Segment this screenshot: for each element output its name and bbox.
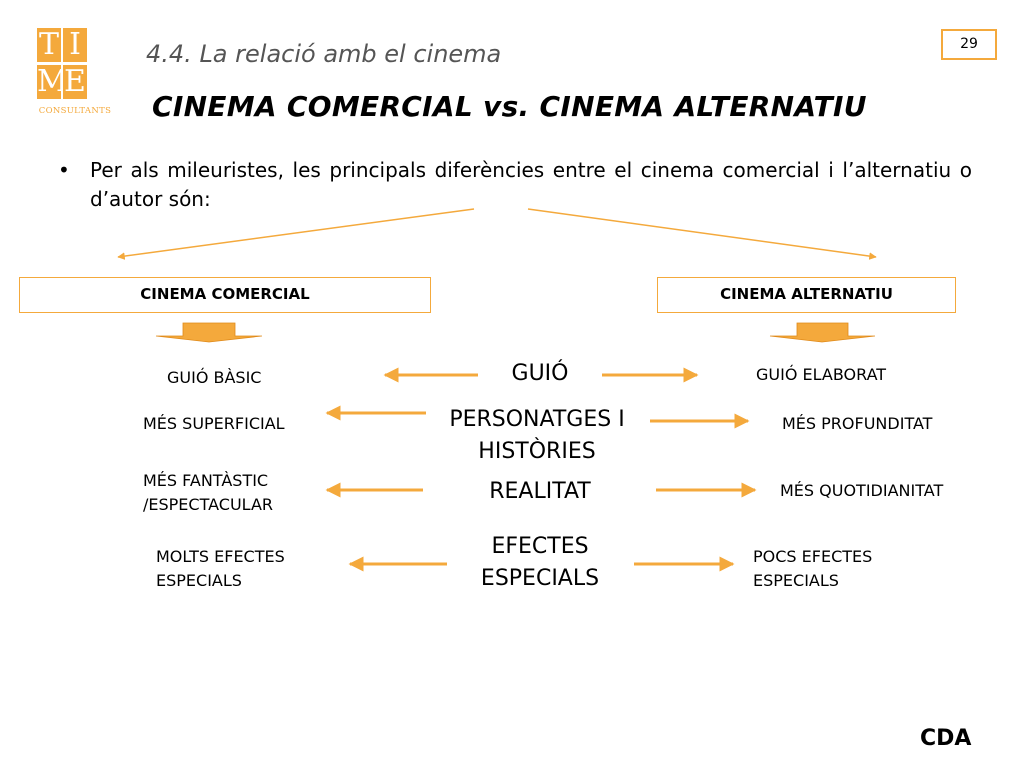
logo-letter-grid: T I M E [37,28,113,100]
comercial-value: MÉS FANTÀSTIC /ESPECTACULAR [143,471,274,514]
alternatiu-value: MÉS PROFUNDITAT [782,414,933,433]
section-title: La relació amb el cinema [199,40,502,68]
logo-subtitle: CONSULTANTS [38,106,112,116]
column-box-alternatiu: CINEMA ALTERNATIU [657,277,956,313]
column-box-comercial: CINEMA COMERCIAL [19,277,431,313]
split-arrow-left [117,208,475,260]
alternatiu-value: POCS EFECTES ESPECIALS [753,547,873,590]
section-number: 4.4. [146,40,192,68]
down-arrow-left [155,322,263,343]
comercial-value: GUIÓ BÀSIC [167,368,262,387]
down-arrow-right [769,322,876,343]
alternatiu-value: MÉS QUOTIDIANITAT [780,481,944,500]
intro-text: Per als mileuristes, les principals dife… [90,158,972,211]
footer-label: CDA [920,726,972,751]
bullet-icon: • [58,158,70,182]
comercial-value: MÉS SUPERFICIAL [143,414,285,433]
slide-title: CINEMA COMERCIAL vs. CINEMA ALTERNATIU [152,90,867,123]
criterion-label: EFECTES ESPECIALS [480,534,600,591]
criterion-label: PERSONATGES I HISTÒRIES [449,407,625,464]
alternatiu-value: GUIÓ ELABORAT [756,365,887,384]
criterion-label: REALITAT [489,479,591,504]
logo-letter: I [63,28,87,62]
logo-letter: T [37,27,61,62]
section-heading: 4.4. La relació amb el cinema [146,40,501,68]
criterion-label: GUIÓ [511,361,569,386]
comercial-value: MOLTS EFECTES ESPECIALS [156,547,285,590]
split-arrow-right [527,208,877,260]
page-number: 29 [941,29,997,60]
logo-letter: E [63,64,87,99]
time-consultants-logo: T I M E CONSULTANTS [37,28,113,120]
